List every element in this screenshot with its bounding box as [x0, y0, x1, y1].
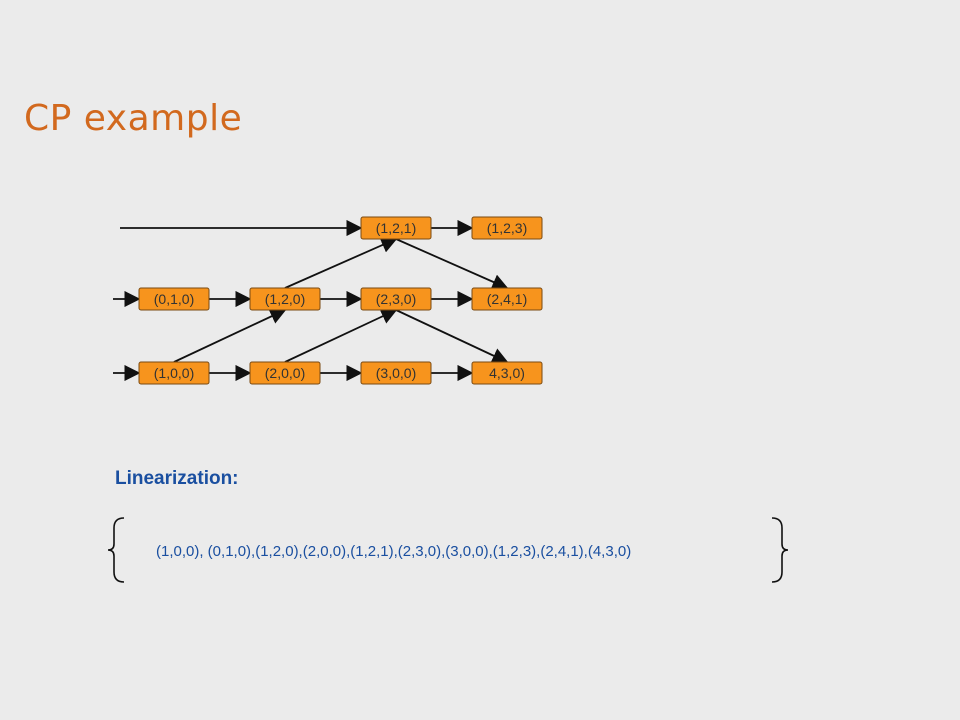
message-arrow — [284, 237, 398, 289]
event-node-box — [249, 361, 321, 385]
event-node-label: 4,3,0) — [489, 365, 525, 381]
event-node-label: (2,4,1) — [487, 291, 527, 307]
event-node-box — [360, 216, 432, 240]
event-node-box — [138, 287, 210, 311]
event-node: (0,1,0) — [138, 287, 210, 311]
event-node-label: (1,0,0) — [154, 365, 194, 381]
event-node: 4,3,0) — [471, 361, 543, 385]
event-node-box — [249, 287, 321, 311]
event-node: (1,2,3) — [471, 216, 543, 240]
message-arrow — [173, 308, 287, 363]
event-node-label: (1,2,3) — [487, 220, 527, 236]
event-node-label: (2,3,0) — [376, 291, 416, 307]
event-node-box — [138, 361, 210, 385]
event-node-label: (3,0,0) — [376, 365, 416, 381]
event-node-label: (2,0,0) — [265, 365, 305, 381]
event-node: (2,3,0) — [360, 287, 432, 311]
event-node-label: (1,2,1) — [376, 220, 416, 236]
linearization-sequence: (1,0,0), (0,1,0),(1,2,0),(2,0,0),(1,2,1)… — [156, 543, 632, 560]
right-bracket-icon — [771, 517, 789, 583]
slide-title: CP example — [24, 98, 243, 139]
causality-diagram: (1,2,1) (1,2,3) (0,1,0) (1,2,0) (2,3,0) (2,4,… — [113, 216, 543, 385]
event-node: (1,2,0) — [249, 287, 321, 311]
event-node: (2,0,0) — [249, 361, 321, 385]
event-node-box — [471, 216, 543, 240]
message-arrow — [395, 309, 509, 364]
event-node-label: (1,2,0) — [265, 291, 305, 307]
message-arrow — [284, 308, 398, 363]
linearization-heading: Linearization: — [115, 468, 239, 489]
event-node: (2,4,1) — [471, 287, 543, 311]
event-node: (1,0,0) — [138, 361, 210, 385]
event-node: (1,2,1) — [360, 216, 432, 240]
event-node-box — [471, 361, 543, 385]
event-node-label: (0,1,0) — [154, 291, 194, 307]
event-node-box — [360, 361, 432, 385]
event-node-box — [360, 287, 432, 311]
left-bracket-icon — [107, 517, 125, 583]
message-arrow — [395, 238, 509, 290]
event-node: (3,0,0) — [360, 361, 432, 385]
event-node-box — [471, 287, 543, 311]
